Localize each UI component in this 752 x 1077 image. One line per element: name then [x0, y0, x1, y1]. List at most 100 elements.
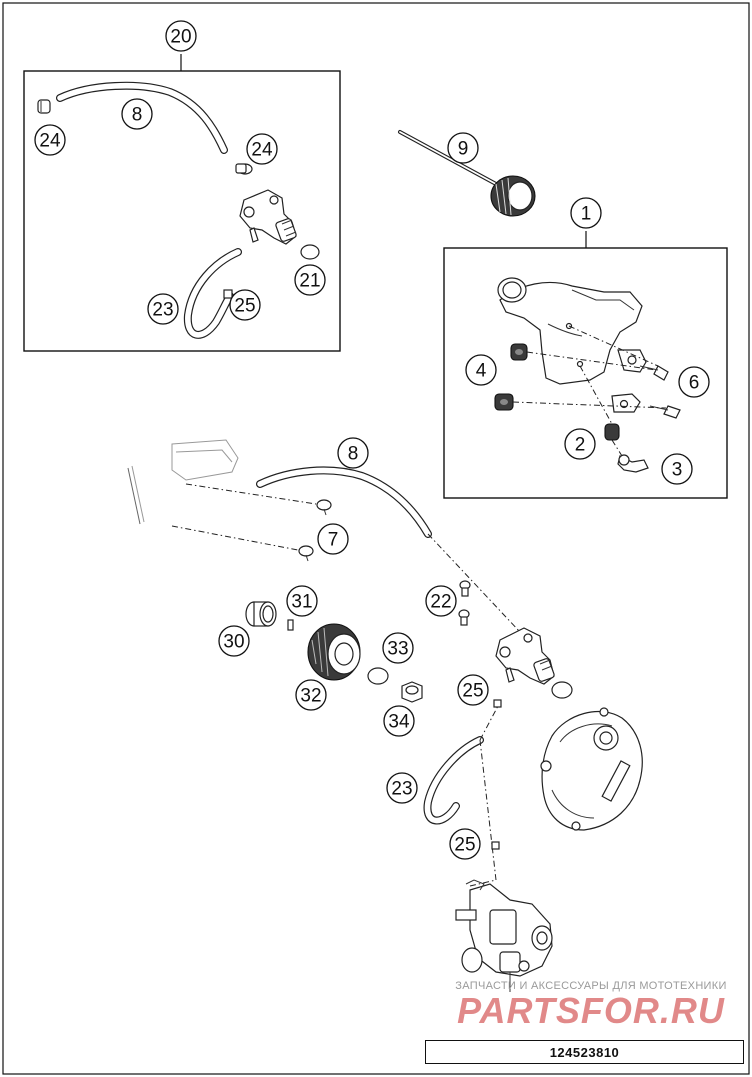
callout-circle — [229, 289, 261, 321]
callout-number: 34 — [388, 712, 410, 733]
callout-8: 8 — [337, 437, 369, 469]
callout-number: 30 — [223, 632, 244, 653]
callout-circle — [457, 674, 489, 706]
leader-line — [469, 879, 497, 887]
screw-22-lower — [458, 609, 470, 626]
callout-circle — [382, 632, 414, 664]
grommet-4-upper — [510, 343, 528, 361]
assembly-box-1 — [443, 231, 728, 499]
leader-line — [479, 739, 497, 881]
callout-circle — [570, 197, 602, 229]
callout-number: 23 — [391, 779, 412, 800]
leader-line — [171, 525, 299, 551]
callout-24: 24 — [246, 133, 278, 165]
callout-number: 21 — [299, 271, 320, 292]
bolt-6-upper — [639, 365, 669, 381]
callout-circle — [165, 20, 197, 52]
callout-number: 22 — [430, 592, 451, 613]
callout-circle — [425, 585, 457, 617]
callout-1: 1 — [570, 197, 602, 229]
callout-circle — [147, 293, 179, 325]
callout-7: 7 — [317, 523, 349, 555]
callout-number: 33 — [387, 639, 408, 660]
callout-21: 21 — [294, 264, 326, 296]
fuel-cap-9 — [398, 130, 536, 217]
callout-circle — [661, 453, 693, 485]
knob-32 — [307, 623, 361, 681]
carburettor — [455, 879, 553, 992]
callout-8: 8 — [121, 98, 153, 130]
callout-number: 25 — [454, 835, 475, 856]
callout-circle — [465, 354, 497, 386]
callout-number: 24 — [39, 131, 61, 152]
bushing-30 — [245, 601, 277, 627]
breather-fitting-3 — [617, 454, 649, 473]
frame-fragment — [127, 439, 239, 525]
callout-number: 9 — [458, 139, 469, 160]
screw-7-lower — [298, 545, 314, 562]
callout-number: 1 — [581, 204, 592, 225]
fuel-hose-8-upper — [56, 81, 228, 154]
callout-circle — [337, 437, 369, 469]
callout-23: 23 — [386, 772, 418, 804]
o-ring-21 — [300, 244, 320, 260]
leader-line — [568, 325, 659, 367]
callout-circle — [564, 428, 596, 460]
callout-number: 3 — [672, 460, 683, 481]
callout-number: 7 — [328, 530, 339, 551]
bolt-6-lower — [649, 405, 681, 419]
callout-number: 6 — [689, 373, 700, 394]
fuel-tank — [497, 277, 647, 385]
callout-number: 31 — [291, 592, 312, 613]
fuel-hose-23-lower — [423, 736, 484, 825]
callout-25: 25 — [229, 289, 261, 321]
fuel-hose-8-middle — [256, 466, 432, 538]
callout-circle — [447, 132, 479, 164]
nut-34 — [401, 681, 423, 703]
pin-31 — [287, 619, 294, 631]
engine-cover — [540, 707, 643, 831]
callout-circle — [121, 98, 153, 130]
callout-number: 24 — [251, 140, 273, 161]
watermark-brand-logo: PARTSFOR.RU — [457, 990, 725, 1031]
callout-circle — [295, 679, 327, 711]
callout-22: 22 — [425, 585, 457, 617]
callout-25: 25 — [449, 828, 481, 860]
callout-number: 32 — [300, 686, 321, 707]
callout-number: 2 — [575, 435, 586, 456]
leader-line — [526, 351, 657, 371]
callout-number: 25 — [462, 681, 483, 702]
leader-line — [579, 365, 613, 425]
clamp-25-middle — [493, 699, 502, 708]
callout-number: 8 — [132, 105, 143, 126]
watermark: ЗАПЧАСТИ И АКСЕССУАРЫ ДЛЯ МОТОТЕХНИКИ PA… — [430, 980, 752, 1030]
callout-25: 25 — [457, 674, 489, 706]
callout-circle — [386, 772, 418, 804]
callout-23: 23 — [147, 293, 179, 325]
callout-9: 9 — [447, 132, 479, 164]
leader-line — [185, 483, 317, 505]
callout-34: 34 — [383, 705, 415, 737]
callout-4: 4 — [465, 354, 497, 386]
callout-number: 4 — [476, 361, 487, 382]
callout-30: 30 — [218, 625, 250, 657]
callout-32: 32 — [295, 679, 327, 711]
callout-33: 33 — [382, 632, 414, 664]
callout-2: 2 — [564, 428, 596, 460]
callout-20: 20 — [165, 20, 197, 52]
watermark-caption: ЗАПЧАСТИ И АКСЕССУАРЫ ДЛЯ МОТОТЕХНИКИ — [455, 980, 727, 992]
callout-circle — [449, 828, 481, 860]
clamp-25-upper — [223, 289, 233, 299]
callout-circle — [678, 366, 710, 398]
callout-number: 25 — [234, 296, 255, 317]
callout-24: 24 — [34, 124, 66, 156]
callout-circle — [34, 124, 66, 156]
callout-circle — [286, 585, 318, 617]
screw-7-upper — [316, 499, 332, 516]
leader-line — [512, 401, 667, 409]
hose-clip-24-right — [235, 163, 253, 175]
